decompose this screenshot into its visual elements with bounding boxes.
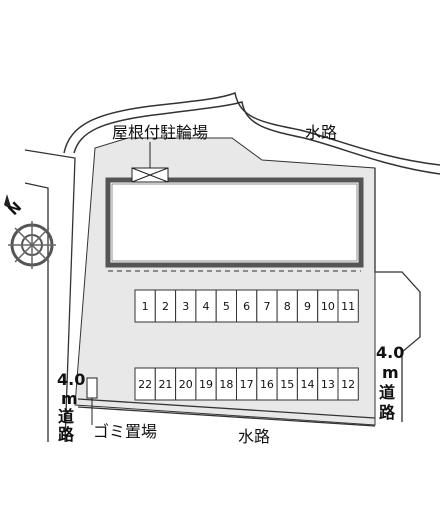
- parking-top-space-number: 4: [203, 300, 210, 313]
- left-road-width: 4.0: [57, 370, 85, 389]
- building: [105, 177, 364, 268]
- right-road-edge: [374, 168, 421, 422]
- compass-north-arrow: [4, 194, 12, 210]
- parking-bottom-space-number: 19: [199, 378, 213, 391]
- parking-bottom-space-number: 21: [158, 378, 172, 391]
- left-road-edge-outer: [24, 149, 76, 443]
- garbage-label: ゴミ置場: [93, 422, 157, 441]
- right-road-width: 4.0: [376, 343, 404, 362]
- compass-spoke-4: [14, 227, 50, 263]
- left-road-unit: m: [61, 389, 78, 408]
- garbage-box: [86, 377, 98, 399]
- parking-top-space-number: 2: [162, 300, 169, 313]
- parking-bottom-space-number: 16: [260, 378, 274, 391]
- waterway-top: [63, 91, 441, 166]
- parking-top-space-number: 9: [304, 300, 311, 313]
- parking-top-space: [337, 289, 359, 323]
- waterway-bottom-label: 水路: [238, 427, 270, 446]
- parking-bottom-space-number: 14: [301, 378, 315, 391]
- parking-top-space-number: 8: [284, 300, 291, 313]
- right-road-word: 道 路: [379, 383, 401, 422]
- parking-bottom-space: [337, 367, 359, 401]
- parking-bottom-space-number: 18: [219, 378, 233, 391]
- parking-bottom-space-number: 13: [321, 378, 335, 391]
- parking-top-space-number: 11: [341, 300, 355, 313]
- parking-top-space-number: 1: [142, 300, 149, 313]
- right-road-unit: m: [382, 363, 399, 382]
- parking-top-space-number: 5: [223, 300, 230, 313]
- left-road-word-char-2: 路: [58, 425, 75, 444]
- parking-top-space-number: 10: [321, 300, 335, 313]
- right-road-word-char-2: 路: [379, 403, 396, 422]
- parking-bottom-space-number: 17: [240, 378, 254, 391]
- waterway-bottom-inner: [77, 406, 376, 427]
- parking-top-space-number: 6: [243, 300, 250, 313]
- parking-bottom-space-number: 12: [341, 378, 355, 391]
- parking-bottom-space-number: 22: [138, 378, 152, 391]
- parking-row-bottom: 22 21 20 19 18 17 16 15 14 13 12: [134, 367, 359, 401]
- bicycle-shelter-cross-2: [131, 167, 169, 183]
- left-road-edge-inner: [24, 182, 49, 442]
- building-inner-line: [111, 183, 358, 262]
- parking-bottom-space-number: 20: [179, 378, 193, 391]
- waterway-top-inner: [73, 101, 441, 175]
- left-road-word: 道 路: [58, 407, 80, 444]
- parking-top-space-number: 7: [263, 300, 270, 313]
- right-road-word-char-1: 道: [379, 383, 395, 402]
- waterway-bottom: [77, 398, 376, 419]
- parking-top-space-number: 3: [182, 300, 189, 313]
- parking-bottom-space-number: 15: [280, 378, 294, 391]
- bicycle-shelter-label: 屋根付駐輪場: [112, 123, 208, 142]
- waterway-top-label: 水路: [305, 123, 337, 142]
- left-road-word-char-1: 道: [58, 407, 74, 426]
